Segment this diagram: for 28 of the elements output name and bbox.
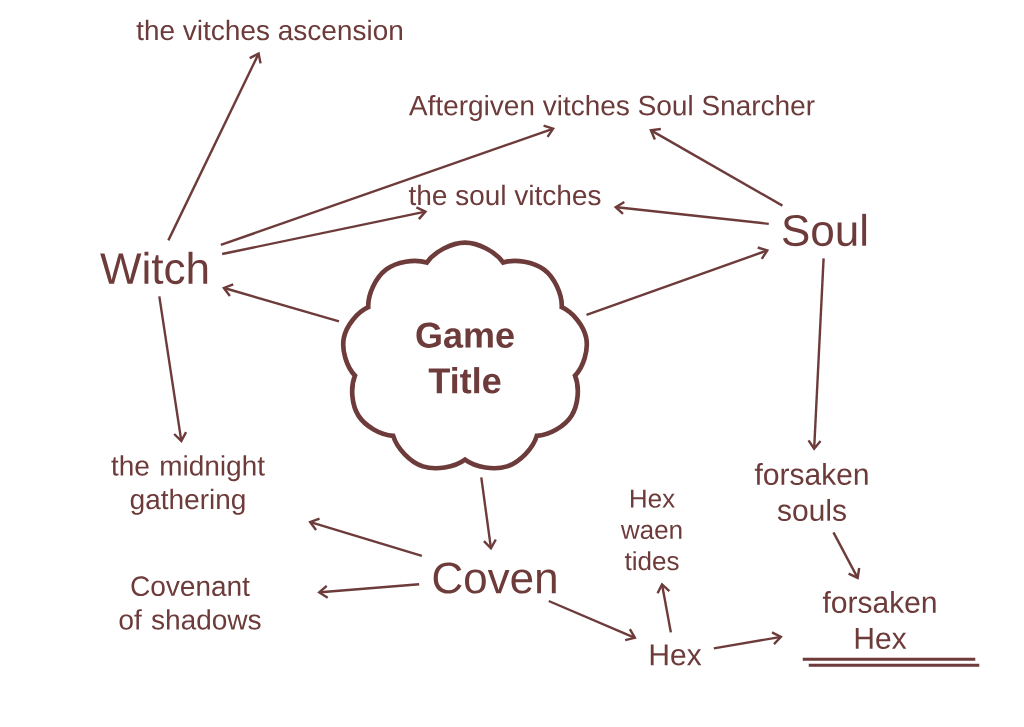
handwritten-label: the vitches ascension [136,19,402,41]
arrow [308,517,423,557]
arrow [221,283,340,323]
arrow [317,583,420,599]
arrow [649,127,784,207]
arrow [807,258,825,451]
arrow [220,124,555,247]
arrow [480,477,497,551]
handwritten-label: Soul [783,213,867,247]
handwritten-label: Aftergiven vitches Soul Snarcher [408,94,815,122]
arrow [713,631,783,650]
arrow [221,206,428,256]
handwritten-label: Witch [100,251,208,285]
handwritten-label: the soul vitches [408,184,601,206]
handwritten-label: Coven [433,562,556,594]
arrow [548,599,637,642]
handwritten-label: Covenant of shadows [119,576,261,630]
arrow [613,200,769,226]
arrow [158,296,188,443]
arrow [656,582,673,633]
handwritten-label: forsaken souls [754,462,868,521]
handwritten-label: Hex waen tides [620,489,682,571]
arrow [586,246,770,316]
arrow [832,531,861,580]
handwritten-label: forsaken Hex [822,590,936,649]
arrow [167,51,262,241]
handwritten-label: Hex [650,644,702,666]
handwritten-label: the midnight gathering [111,455,265,515]
